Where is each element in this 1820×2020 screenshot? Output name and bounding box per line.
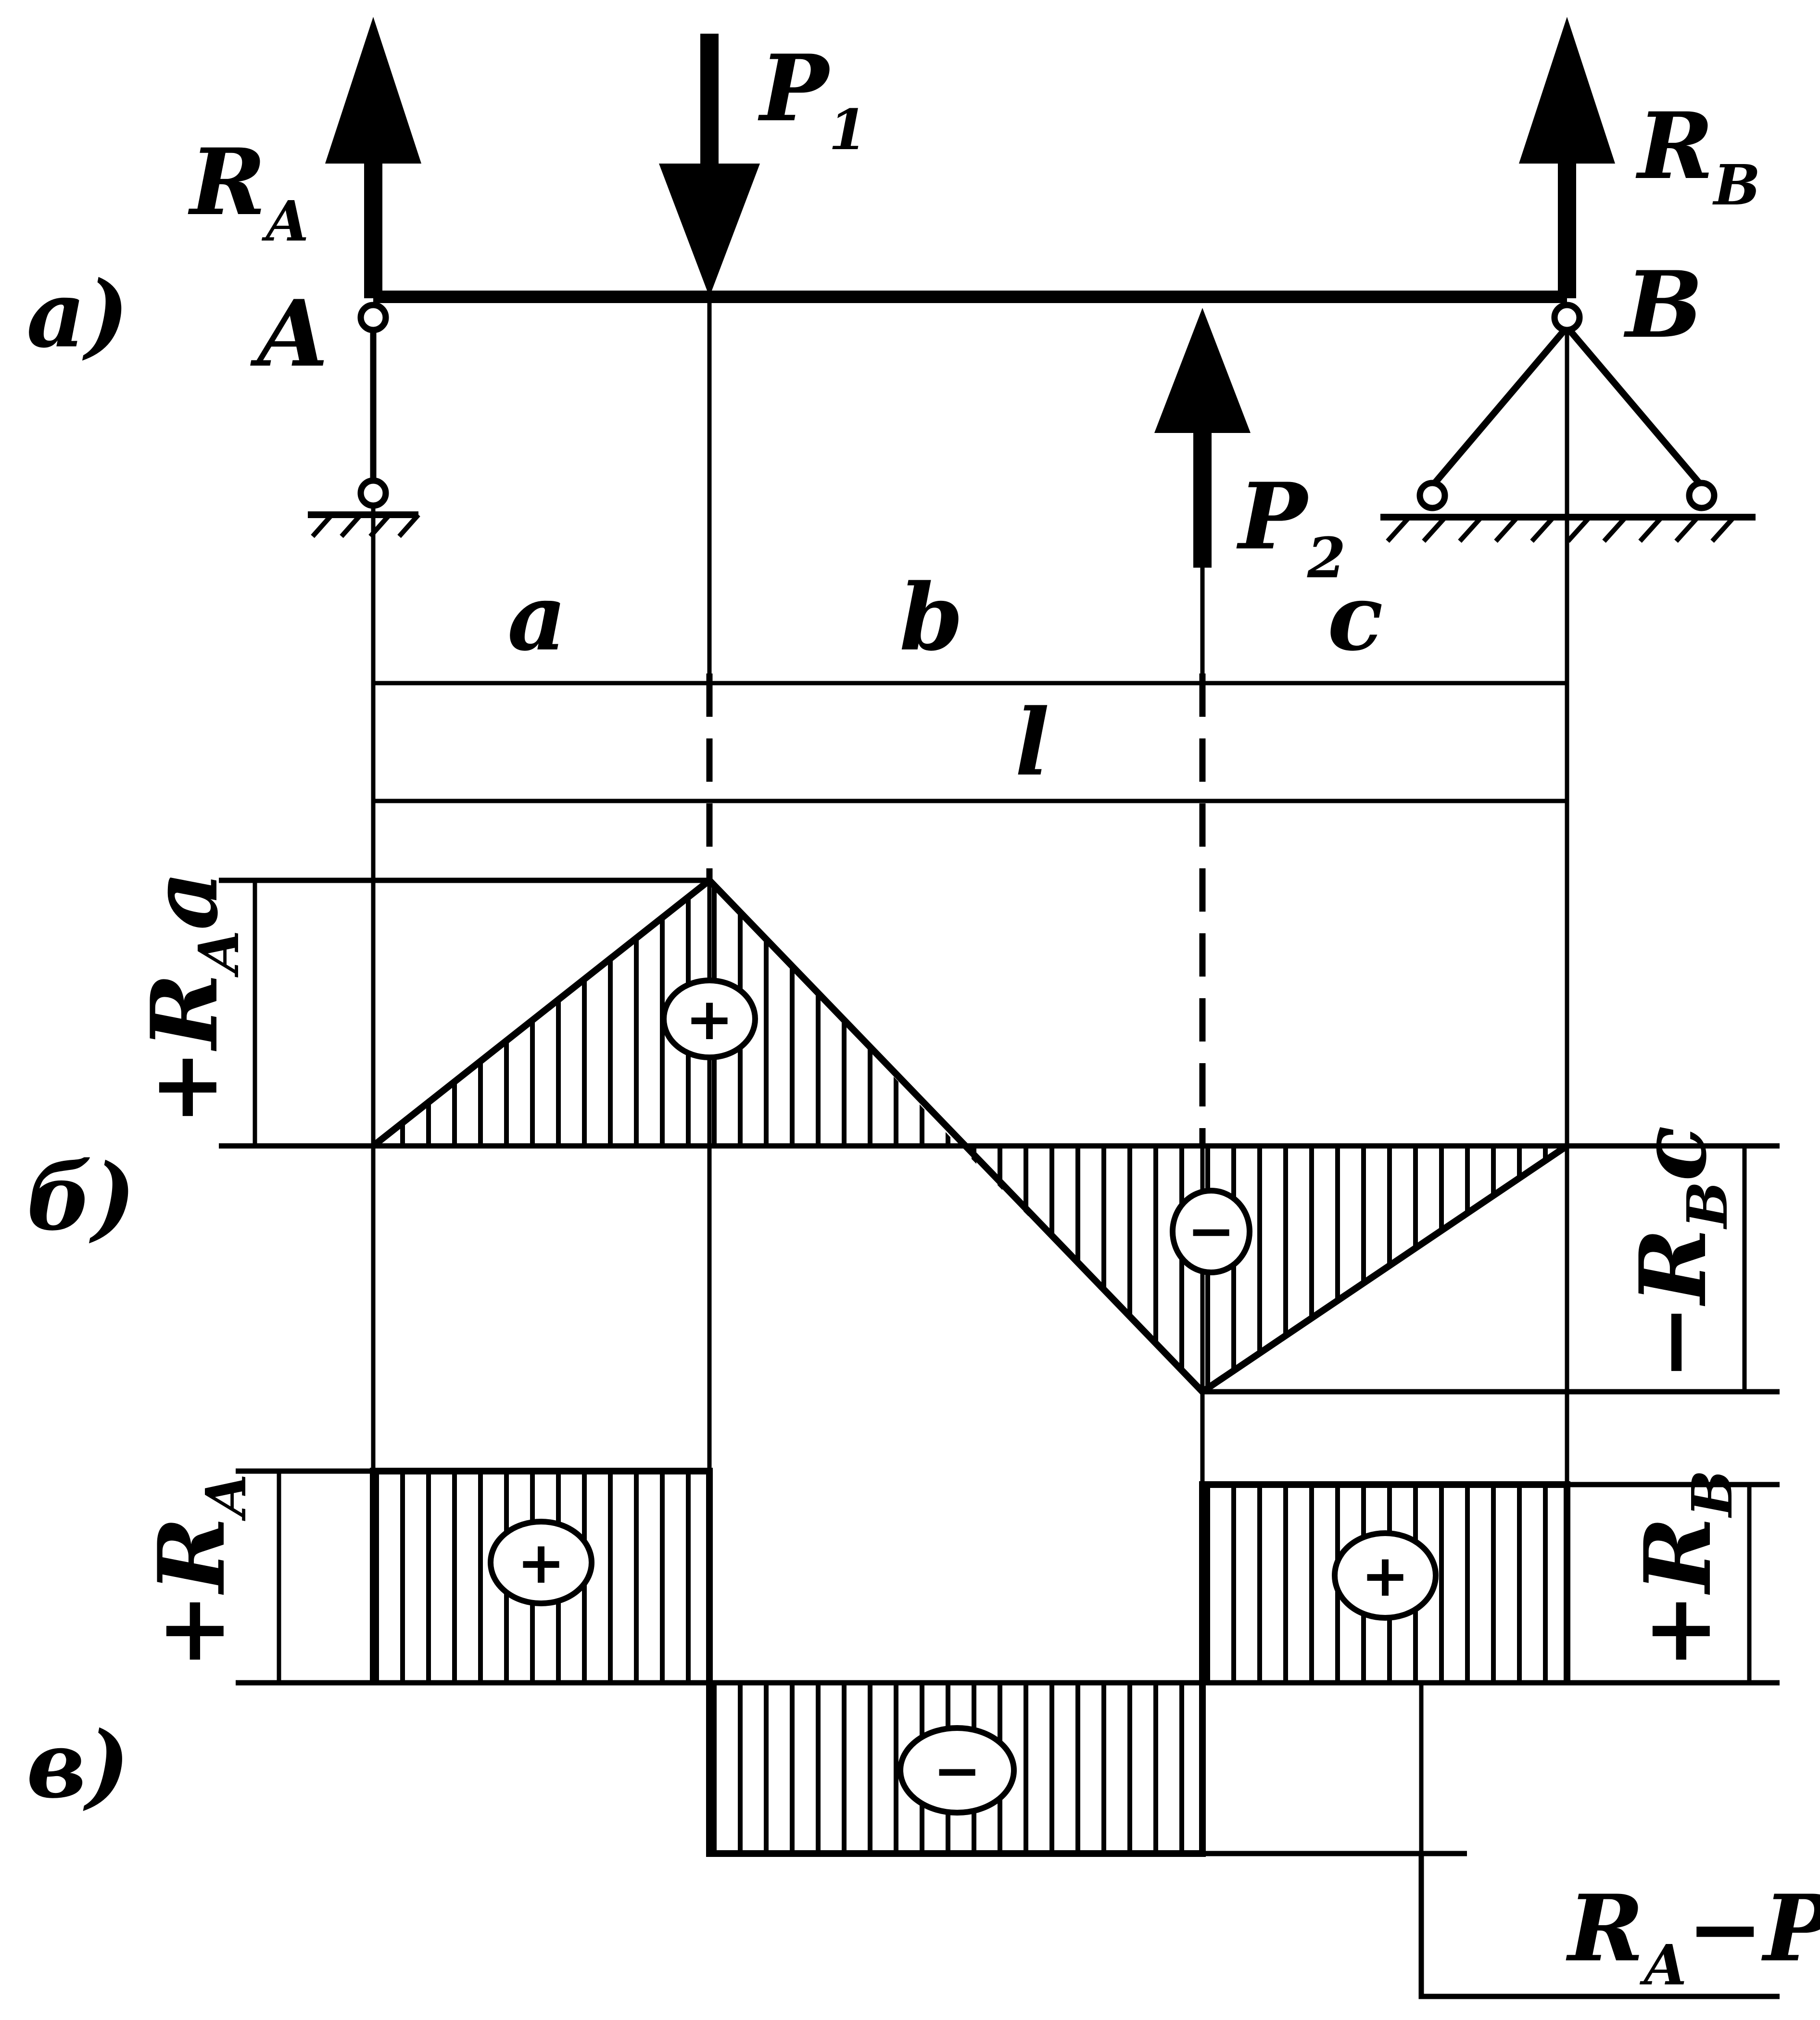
force-label-ra: RA — [188, 128, 309, 254]
support-label-b: B — [1623, 251, 1703, 358]
force-p2-head — [1154, 308, 1251, 433]
shear-left-label: +RA — [138, 1474, 259, 1669]
panel-label-b: б) — [26, 1143, 136, 1251]
dim-label-a: a — [507, 564, 567, 671]
panel-label-v: в) — [26, 1711, 130, 1818]
moment-min-label: −RBc — [1619, 1126, 1740, 1381]
shear-mid-label: RA−P1 — [1566, 1875, 1820, 1998]
support-b-ground-hatch — [1386, 515, 1736, 543]
force-rb-head — [1519, 17, 1615, 164]
force-label-p2: P2 — [1236, 463, 1346, 591]
dim-label-c: c — [1327, 564, 1383, 671]
support-b-left-hinge — [1416, 480, 1448, 511]
moment-neg-sign-circle — [1170, 1188, 1252, 1275]
shear-neg-sign: − — [933, 1738, 982, 1804]
support-a-ground-hatch — [311, 513, 420, 538]
force-p2-shaft — [1193, 414, 1212, 568]
support-b-leg-right — [1564, 325, 1705, 488]
support-label-a: A — [250, 280, 328, 387]
dim-label-b: b — [899, 564, 963, 671]
force-ra-head — [325, 17, 421, 164]
dim-label-l: l — [1015, 689, 1049, 796]
force-p1-shaft — [700, 34, 719, 178]
support-b-top-hinge — [1551, 302, 1583, 333]
force-label-rb: RB — [1635, 92, 1760, 218]
moment-pos-sign-circle — [661, 978, 758, 1060]
moment-neg-sign: − — [1187, 1198, 1236, 1265]
moment-pos-sign: + — [685, 986, 734, 1053]
moment-max-label: +RAa — [131, 871, 252, 1126]
support-a-top-hinge — [357, 302, 389, 333]
support-b-leg-left — [1429, 325, 1570, 488]
force-p1-head — [659, 164, 760, 297]
shear-right-pos-sign: + — [1361, 1543, 1410, 1610]
support-b-right-hinge — [1686, 480, 1718, 511]
shear-neg-leader — [1418, 1854, 1780, 1999]
panel-label-a: а) — [26, 261, 129, 368]
support-a-bottom-hinge — [357, 477, 389, 509]
moment-curve — [371, 876, 1569, 1397]
shear-right-label: +RB — [1624, 1470, 1745, 1669]
shear-left-pos-sign-circle — [488, 1519, 594, 1606]
shear-neg-sign-circle — [897, 1725, 1017, 1816]
shear-right-pos-sign-circle — [1332, 1530, 1439, 1621]
shear-outline — [370, 1468, 1570, 1857]
moment-negative-area — [959, 1146, 1567, 1392]
force-label-p1: P1 — [758, 35, 867, 163]
shear-left-pos-sign: + — [517, 1530, 566, 1597]
